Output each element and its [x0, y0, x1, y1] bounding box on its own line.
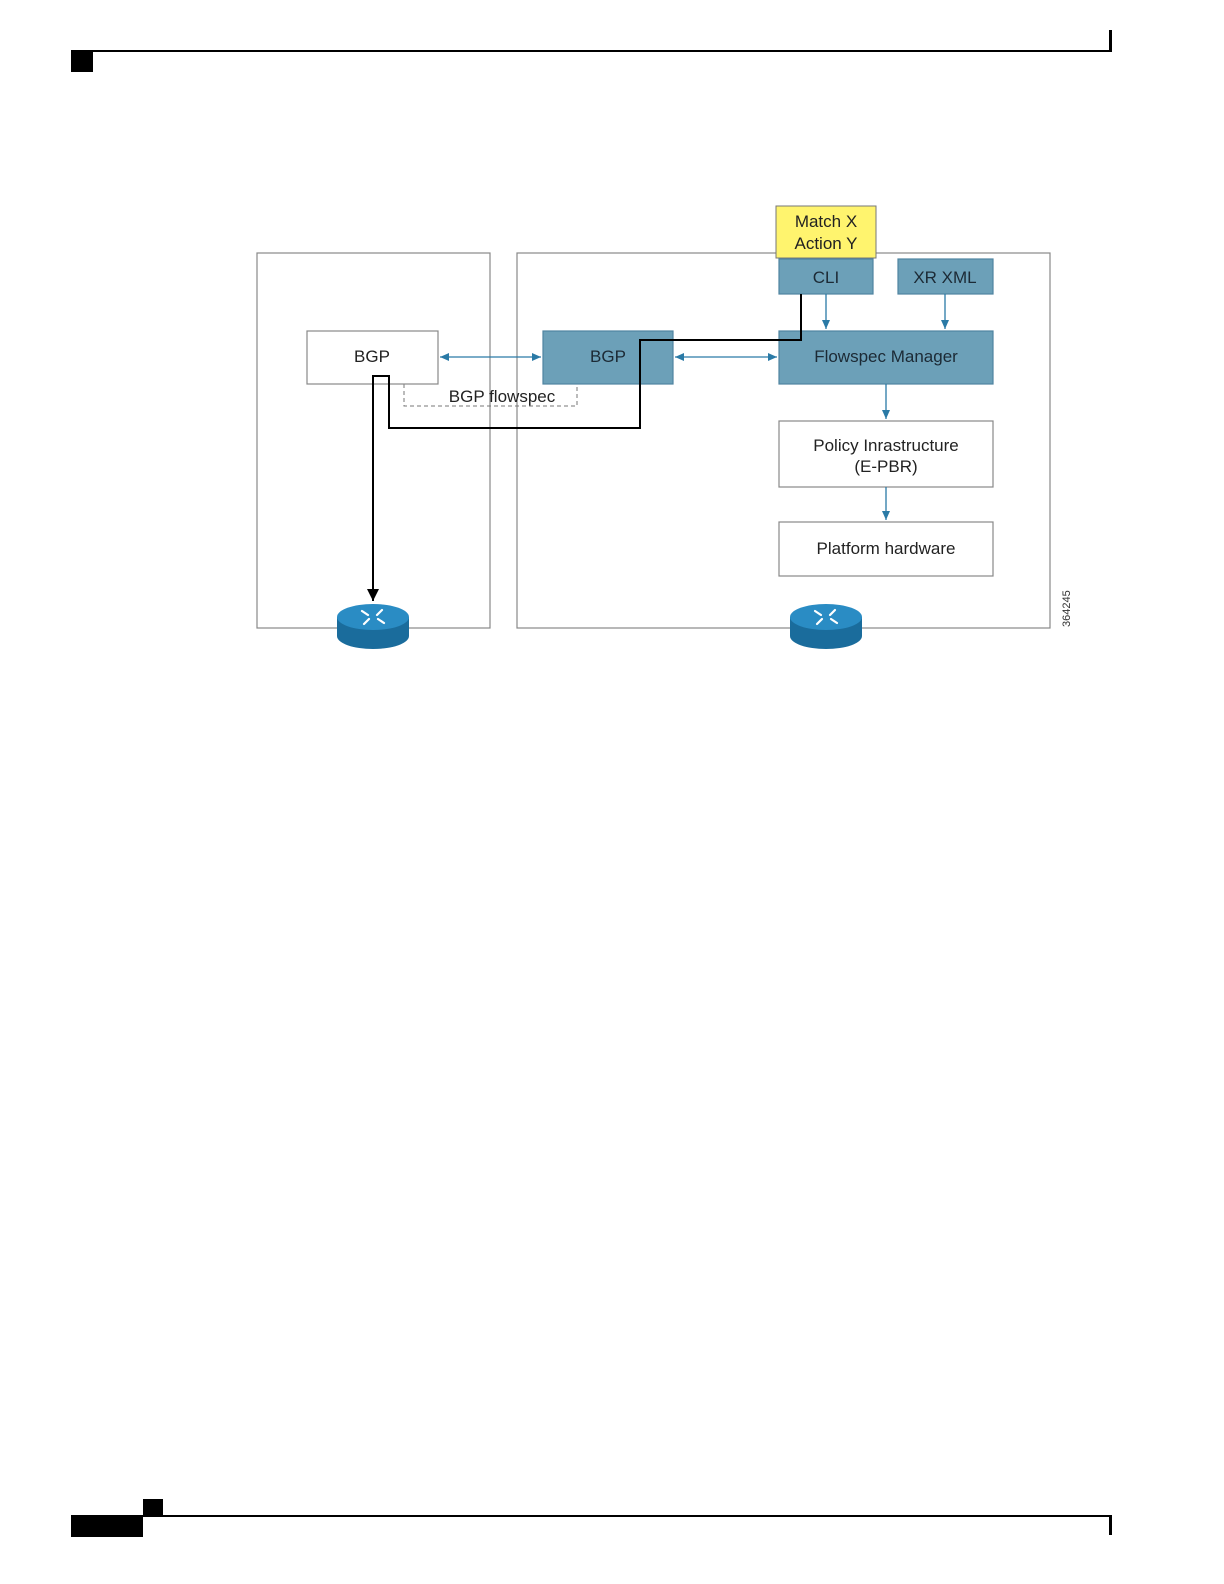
match-line-2: Action Y [794, 234, 857, 253]
right-bgp-label: BGP [590, 347, 626, 366]
match-line-1: Match X [795, 212, 857, 231]
xr-xml-label: XR XML [913, 268, 976, 287]
footer-marker [71, 1517, 143, 1537]
footer-tick [1109, 1517, 1112, 1535]
footer-marker-small [143, 1499, 163, 1515]
xr-xml-box: XR XML [898, 259, 993, 294]
cli-box: CLI [779, 259, 873, 294]
cli-label: CLI [813, 268, 839, 287]
footer-rule [71, 1515, 1112, 1517]
platform-hardware-label: Platform hardware [817, 539, 956, 558]
policy-infrastructure-box: Policy Inrastructure (E-PBR) [779, 421, 993, 487]
flowspec-diagram: BGP flowspec BGP BGP Match X Action Y CL… [0, 0, 1224, 700]
policy-line-1: Policy Inrastructure [813, 436, 959, 455]
flowspec-manager-label: Flowspec Manager [814, 347, 958, 366]
policy-line-2: (E-PBR) [854, 457, 917, 476]
platform-hardware-box: Platform hardware [779, 522, 993, 576]
right-router-icon [790, 604, 862, 649]
right-bgp-box: BGP [543, 331, 673, 384]
figure-id: 364245 [1061, 590, 1073, 627]
flowspec-manager-box: Flowspec Manager [779, 331, 993, 384]
left-router-icon [337, 604, 409, 649]
left-bgp-label: BGP [354, 347, 390, 366]
bgp-flowspec-label: BGP flowspec [449, 387, 556, 406]
match-action-note: Match X Action Y [776, 206, 876, 258]
